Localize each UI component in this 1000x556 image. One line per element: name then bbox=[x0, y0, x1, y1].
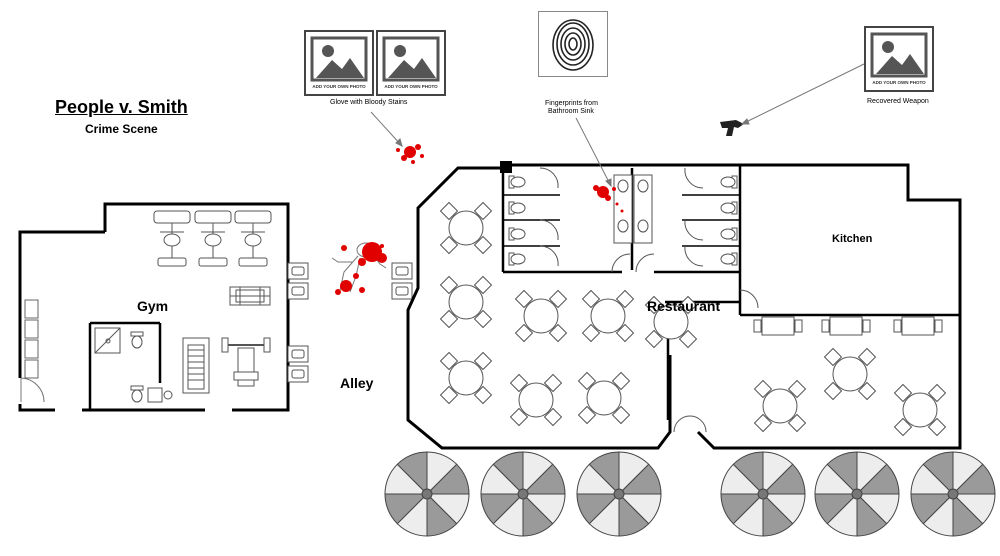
table-icon bbox=[644, 295, 698, 349]
double-door-group bbox=[287, 262, 413, 383]
dining-table-group bbox=[439, 201, 947, 437]
umbrella-icon bbox=[720, 451, 806, 537]
gym-label: Gym bbox=[137, 298, 169, 314]
table-icon bbox=[577, 371, 631, 425]
bike-icon bbox=[194, 210, 232, 267]
weapon-caption: Recovered Weapon bbox=[867, 98, 929, 105]
glove-photo-2: ADD YOUR OWN PHOTO bbox=[376, 30, 446, 96]
photo-placeholder-label: ADD YOUR OWN PHOTO bbox=[872, 80, 926, 85]
umbrella-icon bbox=[480, 451, 566, 537]
handgun-icon bbox=[720, 120, 744, 136]
locker-bench bbox=[24, 299, 39, 379]
glove-caption: Glove with Bloody Stains bbox=[330, 99, 408, 106]
table-icon bbox=[753, 316, 803, 336]
umbrella-icon bbox=[384, 451, 470, 537]
photo-placeholder-label: ADD YOUR OWN PHOTO bbox=[312, 84, 366, 89]
glove-photo-1: ADD YOUR OWN PHOTO bbox=[304, 30, 374, 96]
door-box bbox=[391, 282, 413, 300]
gym-building bbox=[18, 202, 290, 412]
table-icon bbox=[439, 201, 493, 255]
table-icon bbox=[581, 289, 635, 343]
toilet-icon bbox=[508, 175, 526, 189]
fingerprint-caption-line1: Fingerprints from bbox=[545, 100, 598, 107]
kitchen-label: Kitchen bbox=[832, 233, 873, 245]
table-icon bbox=[439, 351, 493, 405]
restaurant-label: Restaurant bbox=[647, 298, 721, 314]
table-icon bbox=[439, 275, 493, 329]
photo-placeholder-icon bbox=[382, 36, 440, 82]
alley-label: Alley bbox=[340, 375, 374, 391]
blood-splatter-icon bbox=[396, 144, 624, 213]
toilet-icon bbox=[130, 331, 173, 403]
umbrella-icon bbox=[910, 451, 996, 537]
page-title: People v. Smith bbox=[55, 97, 188, 117]
fingerprint-caption-line2: Bathroom Sink bbox=[548, 108, 594, 115]
bike-icon bbox=[234, 210, 272, 267]
fingerprint-icon bbox=[552, 19, 594, 71]
umbrella-icon bbox=[576, 451, 662, 537]
fingerprint-photo bbox=[538, 11, 608, 77]
table-icon bbox=[823, 347, 877, 401]
bike-icon bbox=[153, 210, 191, 267]
gym-shower bbox=[94, 327, 121, 354]
toilet-icon bbox=[508, 201, 526, 215]
toilet-icon bbox=[508, 227, 526, 241]
door-box bbox=[287, 365, 309, 383]
toilet-icon bbox=[508, 252, 526, 266]
table-icon bbox=[514, 289, 568, 343]
door-box bbox=[287, 282, 309, 300]
bike-group bbox=[153, 210, 272, 267]
treadmill-icon bbox=[182, 337, 210, 394]
umbrella-group bbox=[384, 451, 996, 537]
table-icon bbox=[893, 383, 947, 437]
umbrella-icon bbox=[814, 451, 900, 537]
toilet-icon bbox=[720, 252, 738, 266]
bathroom-stalls bbox=[503, 167, 740, 267]
table-icon bbox=[509, 373, 563, 427]
photo-placeholder-icon bbox=[310, 36, 368, 82]
kitchen-table-group bbox=[753, 316, 943, 336]
door-box bbox=[391, 262, 413, 280]
corner-post bbox=[500, 161, 512, 173]
toilet-icon bbox=[720, 201, 738, 215]
body-outline-icon bbox=[331, 242, 387, 295]
photo-placeholder-icon bbox=[870, 32, 928, 78]
sink-counter bbox=[613, 174, 653, 244]
door-box bbox=[287, 345, 309, 363]
weight-machine bbox=[229, 286, 271, 306]
photo-placeholder-label: ADD YOUR OWN PHOTO bbox=[384, 84, 438, 89]
table-icon bbox=[821, 316, 871, 336]
toilet-icon bbox=[720, 227, 738, 241]
bench-press bbox=[221, 337, 271, 387]
weapon-photo: ADD YOUR OWN PHOTO bbox=[864, 26, 934, 92]
door-box bbox=[287, 262, 309, 280]
page-subtitle: Crime Scene bbox=[85, 122, 158, 136]
table-icon bbox=[893, 316, 943, 336]
toilet-icon bbox=[720, 175, 738, 189]
toilet-group bbox=[508, 175, 738, 266]
annotation-arrows bbox=[370, 63, 865, 188]
table-icon bbox=[753, 379, 807, 433]
